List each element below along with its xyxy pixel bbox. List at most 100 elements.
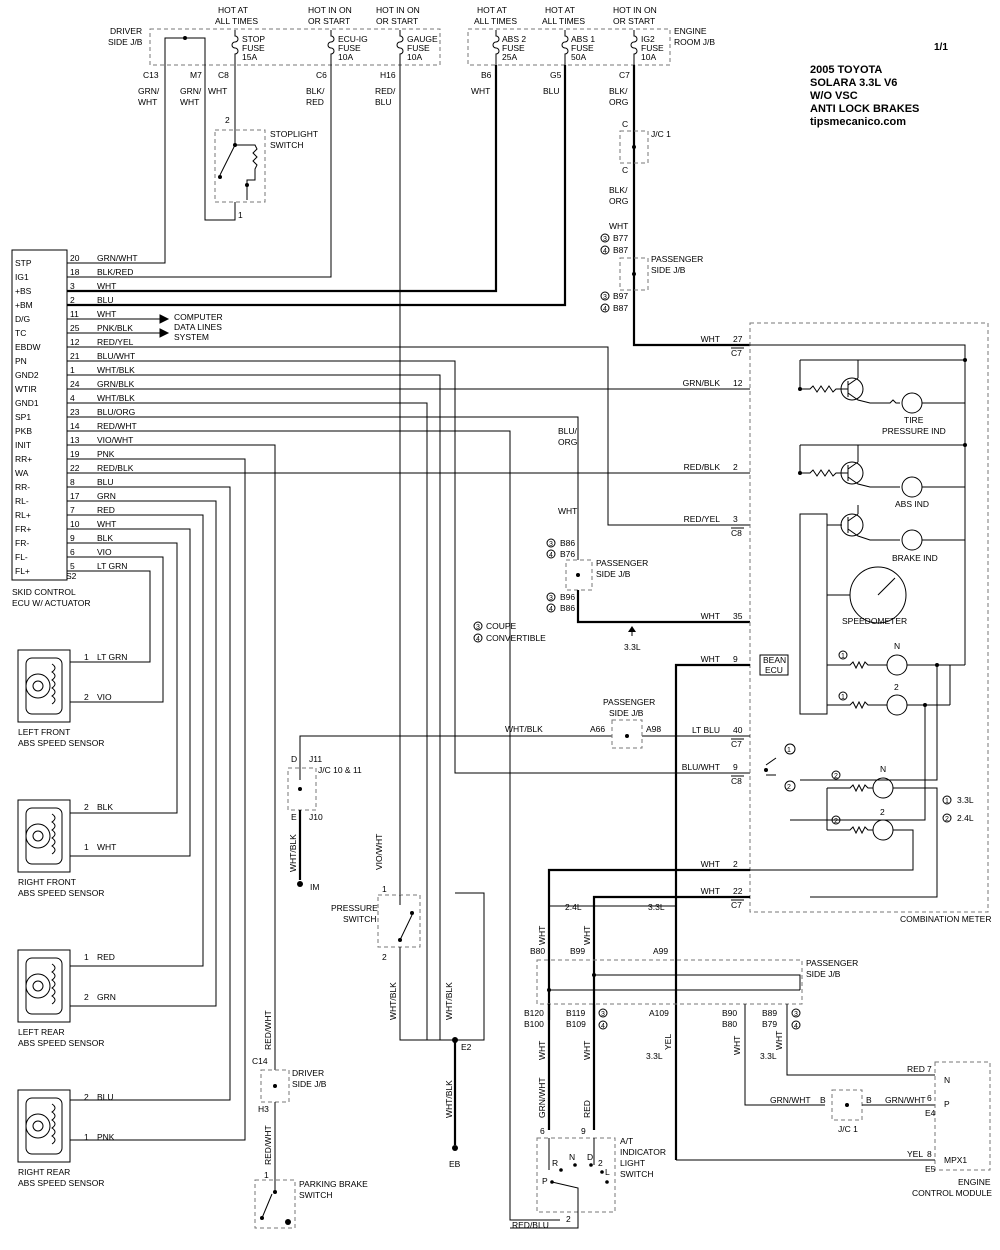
224-lamp [872, 819, 894, 841]
meter-row-wire-color: RED/BLK [684, 462, 721, 472]
wire-pkb [67, 430, 560, 1221]
sensor-core-icon [32, 680, 44, 692]
sensor-wire-2: GRN [97, 992, 116, 1002]
psjb-lower-label-1: PASSENGER [806, 958, 858, 968]
psjb-lower-wire-6: WHT [774, 1031, 784, 1050]
sensor-housing [25, 957, 63, 1015]
sensor-label-2: ABS SPEED SENSOR [18, 738, 104, 748]
jc1-low-lwire: GRN/WHT [770, 1095, 811, 1105]
psjb-upper-c1: 3 [603, 236, 607, 243]
tire-resistor [800, 385, 842, 393]
wc-c6-1: BLK/ [306, 86, 325, 96]
stoplight-switch-box [214, 129, 266, 203]
ecu-pin-wire-color: RED [97, 505, 115, 515]
psjb-lower-b79: B79 [762, 1019, 777, 1029]
ecu-pin-wire-color: LT GRN [97, 561, 127, 571]
pressure-switch-contact [399, 895, 413, 941]
combination-meter-label: COMBINATION METER [900, 914, 991, 924]
ecu-pin-number: 13 [70, 435, 80, 445]
wire-fr-minus [67, 542, 178, 814]
ecu-pin-name: +BM [15, 300, 33, 310]
sensor-label-1: RIGHT FRONT [18, 877, 76, 887]
driver-side-jb-box [149, 28, 441, 66]
psjb-mid-b76: B76 [560, 549, 575, 559]
at-switch-box [536, 1137, 616, 1213]
ecu-pin-wire-color: WHT [97, 281, 116, 291]
jc10-bottom-pin: J10 [309, 812, 323, 822]
brake-ind-label: BRAKE IND [892, 553, 938, 563]
ge-wire-1: WHT/BLK [388, 982, 398, 1020]
ecu-pin-number: 8 [70, 477, 75, 487]
at-letter-d: D [587, 1152, 593, 1162]
224-resistor [827, 825, 873, 835]
ecu-pin-number: 4 [70, 393, 75, 403]
sensor-core-icon [32, 830, 44, 842]
sensor-wire-1: BLU [97, 1092, 114, 1102]
wc-h16-1: RED/ [375, 86, 396, 96]
fuse-2-power-2: OR START [308, 16, 350, 26]
ecu-label-1: SKID CONTROL [12, 587, 76, 597]
psjb-mid-circ-4 [546, 603, 556, 613]
jc10-11: D J11 J/C 10 & 11 E J10 IM WHT/BLK [287, 754, 362, 892]
psjb-lower: PASSENGER SIDE J/B B80 B99 A99 B120 B100… [524, 902, 935, 1130]
n-lamp-label: N [894, 641, 900, 651]
wc-b6: WHT [471, 86, 490, 96]
wire-gnd1 [67, 402, 428, 1040]
wc-c6-2: RED [306, 97, 324, 107]
jc1-top-wire-2: ORG [609, 196, 628, 206]
ecu-pin-wire-color: BLU/WHT [97, 351, 135, 361]
psjb-lower-bus [549, 974, 801, 991]
n-lamp [886, 654, 908, 676]
ecu-pin-wire-color: RED/BLK [97, 463, 134, 473]
jc10-bottom-letter: E [291, 812, 297, 822]
fuse-2-power-1: HOT IN ON [308, 5, 352, 15]
psjb-lower-b80: B80 [530, 946, 545, 956]
psjb-lower-wire-3: WHT [537, 1041, 547, 1060]
meter-legend-circ-2 [942, 813, 952, 823]
sw-var-2 [784, 780, 796, 792]
n24-resistor [827, 783, 873, 793]
sensor-body [17, 799, 71, 873]
wire-fr-plus [67, 528, 191, 857]
wire-rr-minus [67, 486, 231, 1101]
legend-num-4: 4 [476, 636, 480, 643]
ecu-pin-wire-color: VIO/WHT [97, 435, 133, 445]
title-line-1: 2005 TOYOTA [810, 64, 882, 76]
psjb-lower-c2: 4 [601, 1023, 605, 1030]
at-pin-2: 2 [566, 1214, 571, 1224]
lamp-returns [790, 665, 951, 821]
ecu-pin-name: FL+ [15, 566, 30, 576]
wc-g5: BLU [543, 86, 560, 96]
ecu-body [11, 249, 68, 581]
psjb-lower-circ-2 [598, 1020, 608, 1030]
psjb-a-box [611, 719, 643, 749]
psjb-upper-splice [632, 272, 636, 276]
meter-row-pin: 2 [733, 462, 738, 472]
ecu-pin-wire-color: GRN/BLK [97, 379, 135, 389]
sensor-core-icon [32, 1120, 44, 1132]
sensor-wire-1: RED [97, 952, 115, 962]
wc-c8: WHT [208, 86, 227, 96]
meter-row-pin: 12 [733, 378, 743, 388]
brake-ind-lamp [901, 529, 923, 551]
stoplight-pin-bottom: 1 [238, 210, 243, 220]
stoplight-dot-2 [218, 175, 222, 179]
meter-row-pin: 9 [733, 654, 738, 664]
jc10-top-letter: D [291, 754, 297, 764]
at-pin2-wire [510, 1212, 579, 1229]
psjb-lower-b99: B99 [570, 946, 585, 956]
pressure-label-1: PRESSURE [331, 903, 378, 913]
ecu-pin-number: 20 [70, 253, 80, 263]
sensor-housing [25, 657, 63, 715]
speedometer-needle [877, 577, 896, 596]
wire-stp [67, 65, 166, 264]
stoplight-label-1: STOPLIGHT [270, 129, 318, 139]
sensor-wire-1: LT GRN [97, 652, 127, 662]
ecu-pin-name: PKB [15, 426, 32, 436]
sensor-label-2: ABS SPEED SENSOR [18, 888, 104, 898]
ecu-pin-number: 7 [70, 505, 75, 515]
